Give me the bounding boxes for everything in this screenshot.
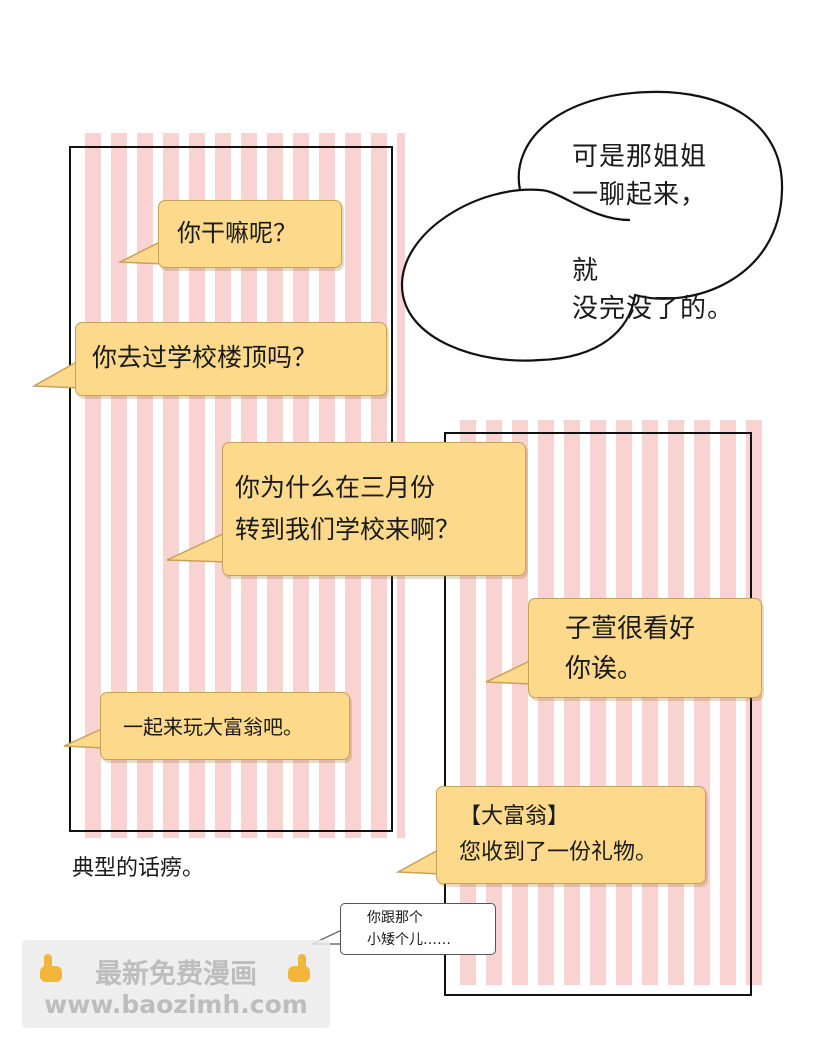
message-2: 你去过学校楼顶吗？ [75, 322, 387, 396]
message-1-text: 你干嘛呢？ [177, 219, 297, 247]
message-5-text: 子萱很看好 你诶。 [565, 614, 696, 684]
message-3: 你为什么在三月份 转到我们学校来啊？ [222, 442, 526, 576]
watermark-url: www.baozimh.com [44, 990, 308, 1019]
message-7: 你跟那个 小矮个儿…… [340, 903, 496, 955]
speech-bubble-text: 可是那姐姐 一聊起来， 就 没完没了的。 [572, 142, 735, 324]
message-6: 【大富翁】 您收到了一份礼物。 [436, 786, 706, 884]
pointing-hand-icon [288, 954, 310, 982]
message-6-text: 【大富翁】 您收到了一份礼物。 [459, 804, 658, 865]
watermark-title: 最新免费漫画 [95, 959, 257, 990]
speech-bubble-shape [400, 90, 784, 362]
watermark: 最新免费漫画 www.baozimh.com [22, 940, 330, 1028]
message-4: 一起来玩大富翁吧。 [100, 692, 350, 760]
message-5: 子萱很看好 你诶。 [528, 598, 762, 698]
right-panel-frame [444, 432, 752, 996]
message-7-text: 你跟那个 小矮个儿…… [367, 910, 451, 948]
speech-bubble: 可是那姐姐 一聊起来， 就 没完没了的。 [390, 80, 810, 380]
message-3-text: 你为什么在三月份 转到我们学校来啊？ [235, 473, 461, 544]
pointing-hand-icon [40, 954, 62, 982]
message-2-text: 你去过学校楼顶吗？ [92, 343, 318, 372]
caption: 典型的话痨。 [72, 856, 205, 881]
message-4-text: 一起来玩大富翁吧。 [123, 715, 303, 739]
message-1: 你干嘛呢？ [158, 200, 342, 268]
